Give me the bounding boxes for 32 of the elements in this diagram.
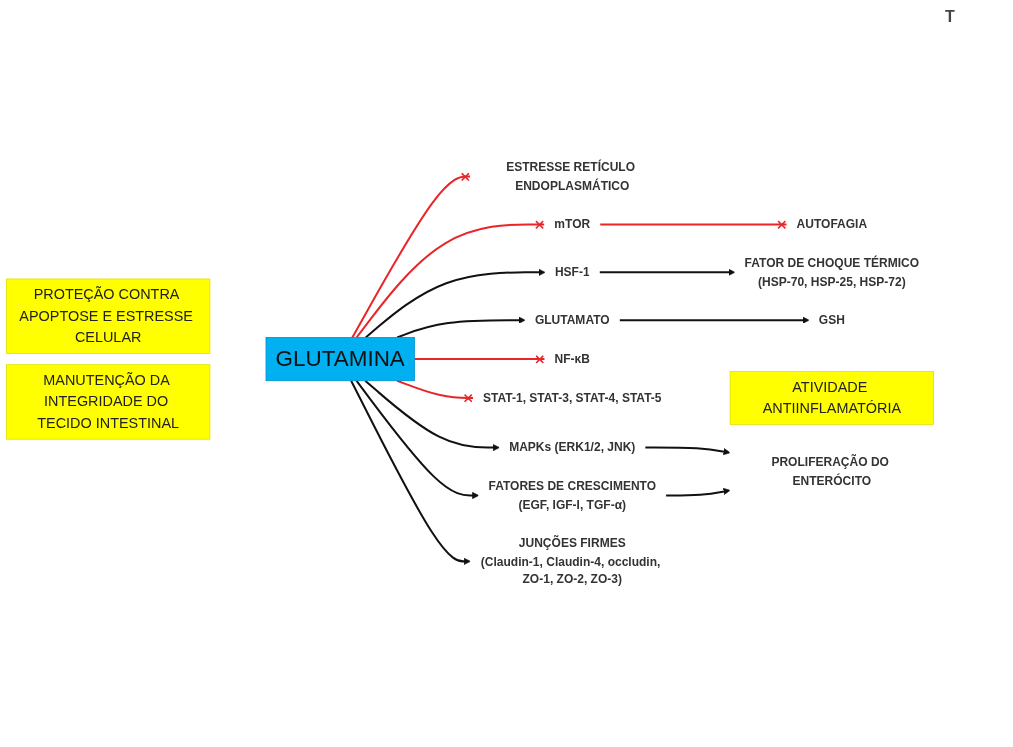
node-box: GLUTAMINA [265, 337, 415, 382]
node-text: GLUTAMATO [534, 312, 610, 327]
connector [396, 379, 475, 403]
node-text: ESTRESSE RETÍCULO ENDOPLASMÁTICO [506, 160, 636, 192]
node-box: PROTEÇÃO CONTRA APOPTOSE E ESTRESSE CELULAR [6, 278, 211, 354]
arrow [364, 268, 546, 339]
node-text: HSF-1 [554, 264, 590, 279]
arrow [396, 316, 526, 339]
connector [355, 220, 546, 339]
arrow [355, 379, 480, 499]
arrow [618, 316, 810, 324]
connector [351, 172, 472, 339]
node-text: FATORES DE CRESCIMENTO (EGF, IGF-I, TGF-α) [488, 479, 657, 511]
arrow [644, 446, 731, 456]
arrow [598, 268, 736, 276]
node-text: STAT-1, STAT-3, STAT-4, STAT-5 [483, 390, 662, 405]
node-text: JUNÇÕES FIRMES (Claudin-1, Claudin-4, occludin, ZO-1, ZO-2, ZO-3) [480, 535, 661, 586]
node-text: NF-κB [554, 351, 590, 366]
arrow [350, 379, 471, 565]
arrow [364, 379, 500, 452]
node-text: MAPKs (ERK1/2, JNK) [509, 440, 636, 454]
node-text: GSH [818, 312, 845, 327]
node-text: PROLIFERAÇÃO DO ENTERÓCITO [771, 455, 889, 487]
connector [413, 354, 546, 364]
arrow [664, 488, 731, 497]
node-text: FATOR DE CHOQUE TÉRMICO (HSP-70, HSP-25, HSP-72) [744, 255, 920, 288]
node-text: AUTOFAGIA [796, 217, 868, 231]
node-box: ATIVIDADE ANTIINFLAMATÓRIA [729, 371, 934, 425]
stray-letter: T [945, 8, 955, 26]
connector [598, 220, 788, 230]
node-text: mTOR [554, 217, 591, 231]
node-box: MANUTENÇÃO DA INTEGRIDADE DO TECIDO INTESTINAL [6, 364, 211, 440]
